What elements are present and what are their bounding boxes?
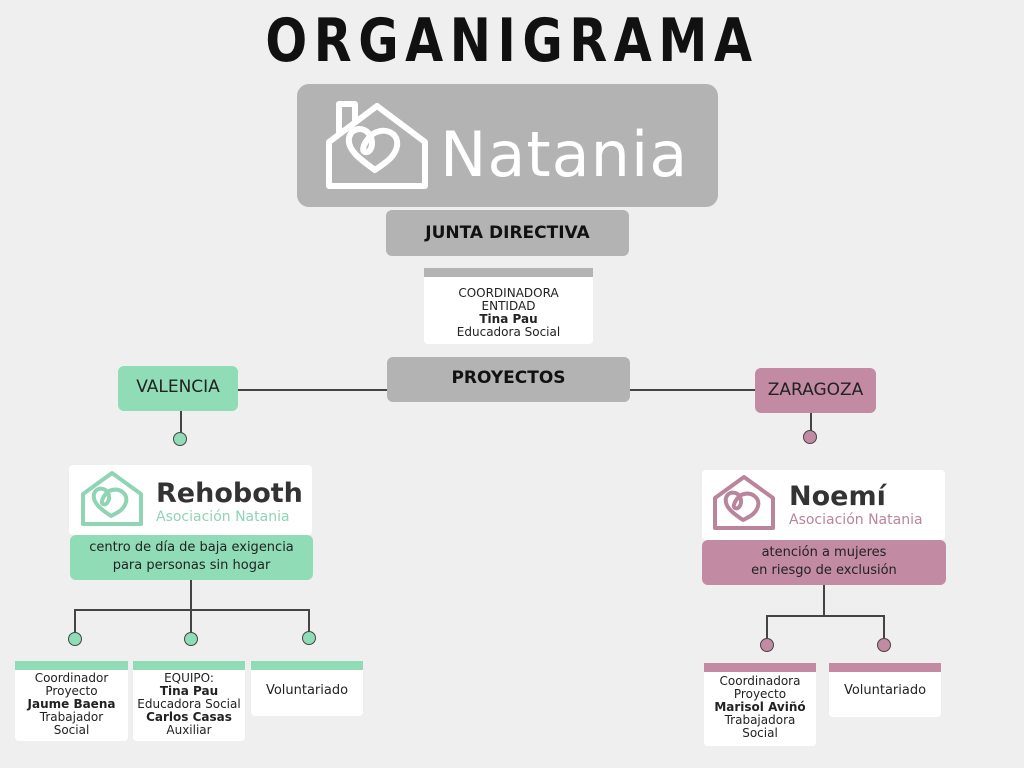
valencia-node-dot [173, 432, 187, 446]
valencia-team-name-2: Carlos Casas [146, 710, 232, 724]
valencia-team-role-1: Educadora Social [137, 697, 241, 711]
valencia-team-card: EQUIPO: Tina Pau Educadora Social Carlos… [133, 661, 245, 741]
proyectos-box: PROYECTOS [387, 357, 630, 402]
valencia-volunteer-label: Voluntariado [265, 683, 349, 698]
valencia-volunteer-card: Voluntariado [251, 661, 363, 716]
zaragoza-volunteer-dot [877, 638, 891, 652]
valencia-team-name-1: Tina Pau [159, 684, 219, 698]
noemi-description: atención a mujeres en riesgo de exclusió… [702, 540, 946, 585]
valencia-coord-role-1: Trabajador [39, 710, 104, 724]
zaragoza-node-dot [803, 430, 817, 444]
zaragoza-box: ZARAGOZA [755, 368, 876, 413]
valencia-team-connector [190, 580, 192, 610]
valencia-coord-role-2: Social [53, 723, 90, 737]
valencia-branch-drop-2 [190, 609, 192, 633]
valencia-team-dot [184, 632, 198, 646]
zaragoza-coord-role-1: Trabajadora [724, 713, 796, 727]
coordinator-title-2: ENTIDAD [481, 299, 536, 313]
zaragoza-volunteer-card: Voluntariado [829, 663, 941, 717]
noemi-name: Noemí [789, 481, 886, 512]
rehoboth-subtitle: Asociación Natania [156, 509, 290, 525]
valencia-box: VALENCIA [118, 366, 238, 411]
zaragoza-coordinator-card: Coordinadora Proyecto Marisol Aviñó Trab… [704, 663, 816, 746]
rehoboth-desc-line-1: centro de día de baja exigencia [89, 540, 294, 555]
zaragoza-coord-role-2: Social [742, 726, 778, 740]
valencia-team-role-2: Auxiliar [166, 723, 212, 737]
noemi-desc-line-1: atención a mujeres [761, 545, 887, 560]
valencia-coordinator-card: Coordinador Proyecto Jaume Baena Trabaja… [15, 661, 128, 741]
zaragoza-coord-dot [760, 638, 774, 652]
zaragoza-connector [810, 413, 812, 431]
valencia-team-title: EQUIPO: [164, 671, 214, 685]
valencia-branch-drop-1 [74, 609, 76, 633]
valencia-branch-line [74, 609, 310, 611]
valencia-coord-title-1: Coordinador [34, 671, 109, 685]
junta-directiva-box: JUNTA DIRECTIVA [386, 210, 629, 256]
valencia-coord-name: Jaume Baena [27, 697, 116, 711]
noemi-subtitle: Asociación Natania [789, 512, 923, 528]
coordinator-title-1: COORDINADORA [458, 286, 559, 300]
rehoboth-description: centro de día de baja exigencia para per… [70, 535, 313, 580]
zaragoza-coord-name: Marisol Aviñó [714, 700, 806, 714]
zaragoza-branch-drop-2 [883, 615, 885, 638]
valencia-branch-drop-3 [308, 609, 310, 633]
valencia-volunteer-dot [302, 631, 316, 645]
noemi-desc-line-2: en riesgo de exclusión [751, 563, 897, 578]
zaragoza-volunteer-label: Voluntariado [843, 683, 927, 698]
valencia-connector [180, 411, 182, 433]
valencia-coord-dot [68, 632, 82, 646]
zaragoza-team-connector [823, 585, 825, 616]
page-title: ORGANIGRAMA [265, 6, 759, 76]
natania-logo-text: Natania [440, 118, 689, 191]
house-heart-icon [326, 101, 428, 189]
valencia-coord-title-2: Proyecto [45, 684, 98, 698]
zaragoza-coord-title-1: Coordinadora [719, 674, 801, 688]
zaragoza-branch-line [766, 615, 885, 617]
rehoboth-name: Rehoboth [156, 478, 303, 509]
rehoboth-desc-line-2: para personas sin hogar [112, 558, 271, 573]
noemi-house-icon [713, 475, 775, 530]
rehoboth-house-icon [81, 471, 143, 526]
zaragoza-branch-drop-1 [766, 615, 768, 638]
zaragoza-coord-title-2: Proyecto [733, 687, 787, 701]
coordinator-card: COORDINADORA ENTIDAD Tina Pau Educadora … [424, 268, 593, 344]
coordinator-role: Educadora Social [456, 325, 561, 339]
coordinator-name: Tina Pau [479, 312, 538, 326]
